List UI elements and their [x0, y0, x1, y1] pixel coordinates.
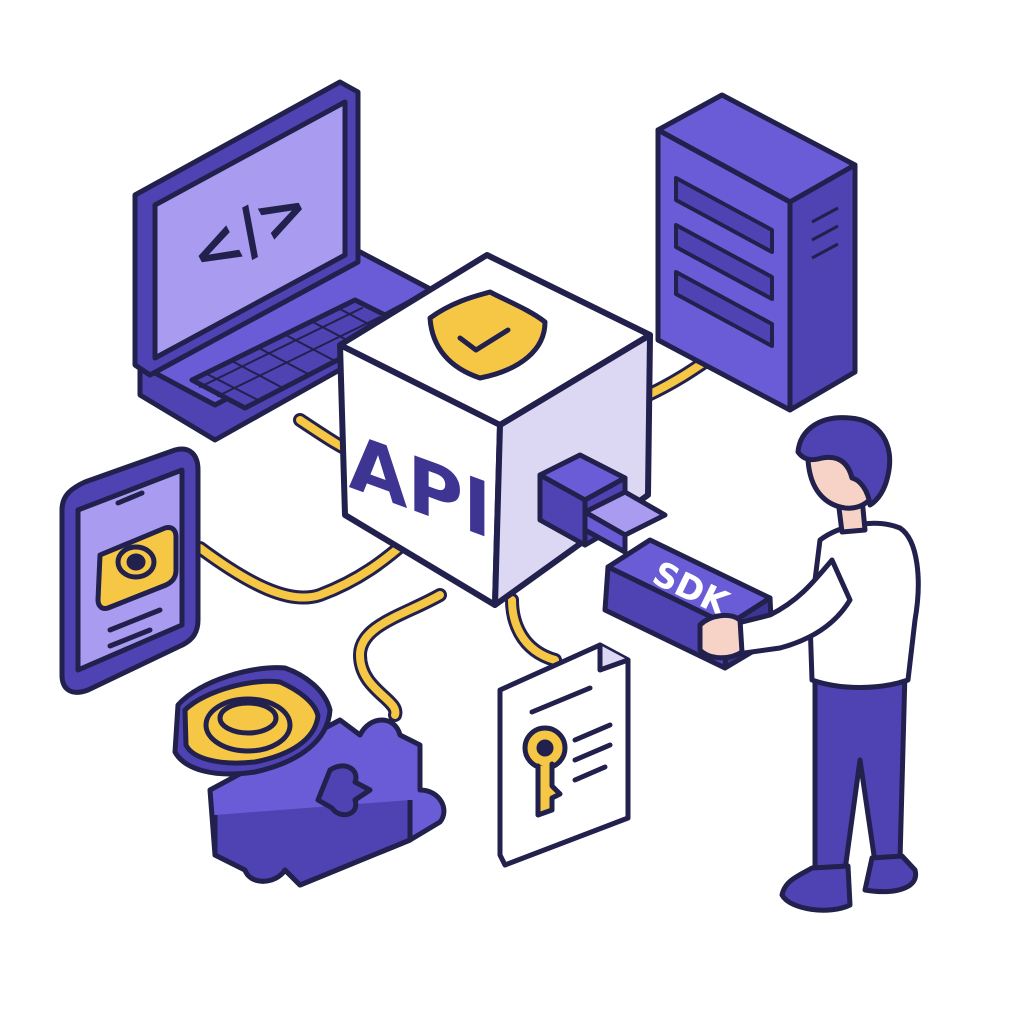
- smartphone-icon: [59, 446, 201, 695]
- developer-person-icon: [697, 415, 921, 913]
- connection-wires: [193, 341, 732, 722]
- shield-check-icon: [427, 289, 548, 381]
- shield-coin-icon: [172, 665, 333, 777]
- server-icon: [655, 92, 858, 413]
- laptop-code-icon: [132, 79, 435, 443]
- document-key-icon: [497, 642, 631, 868]
